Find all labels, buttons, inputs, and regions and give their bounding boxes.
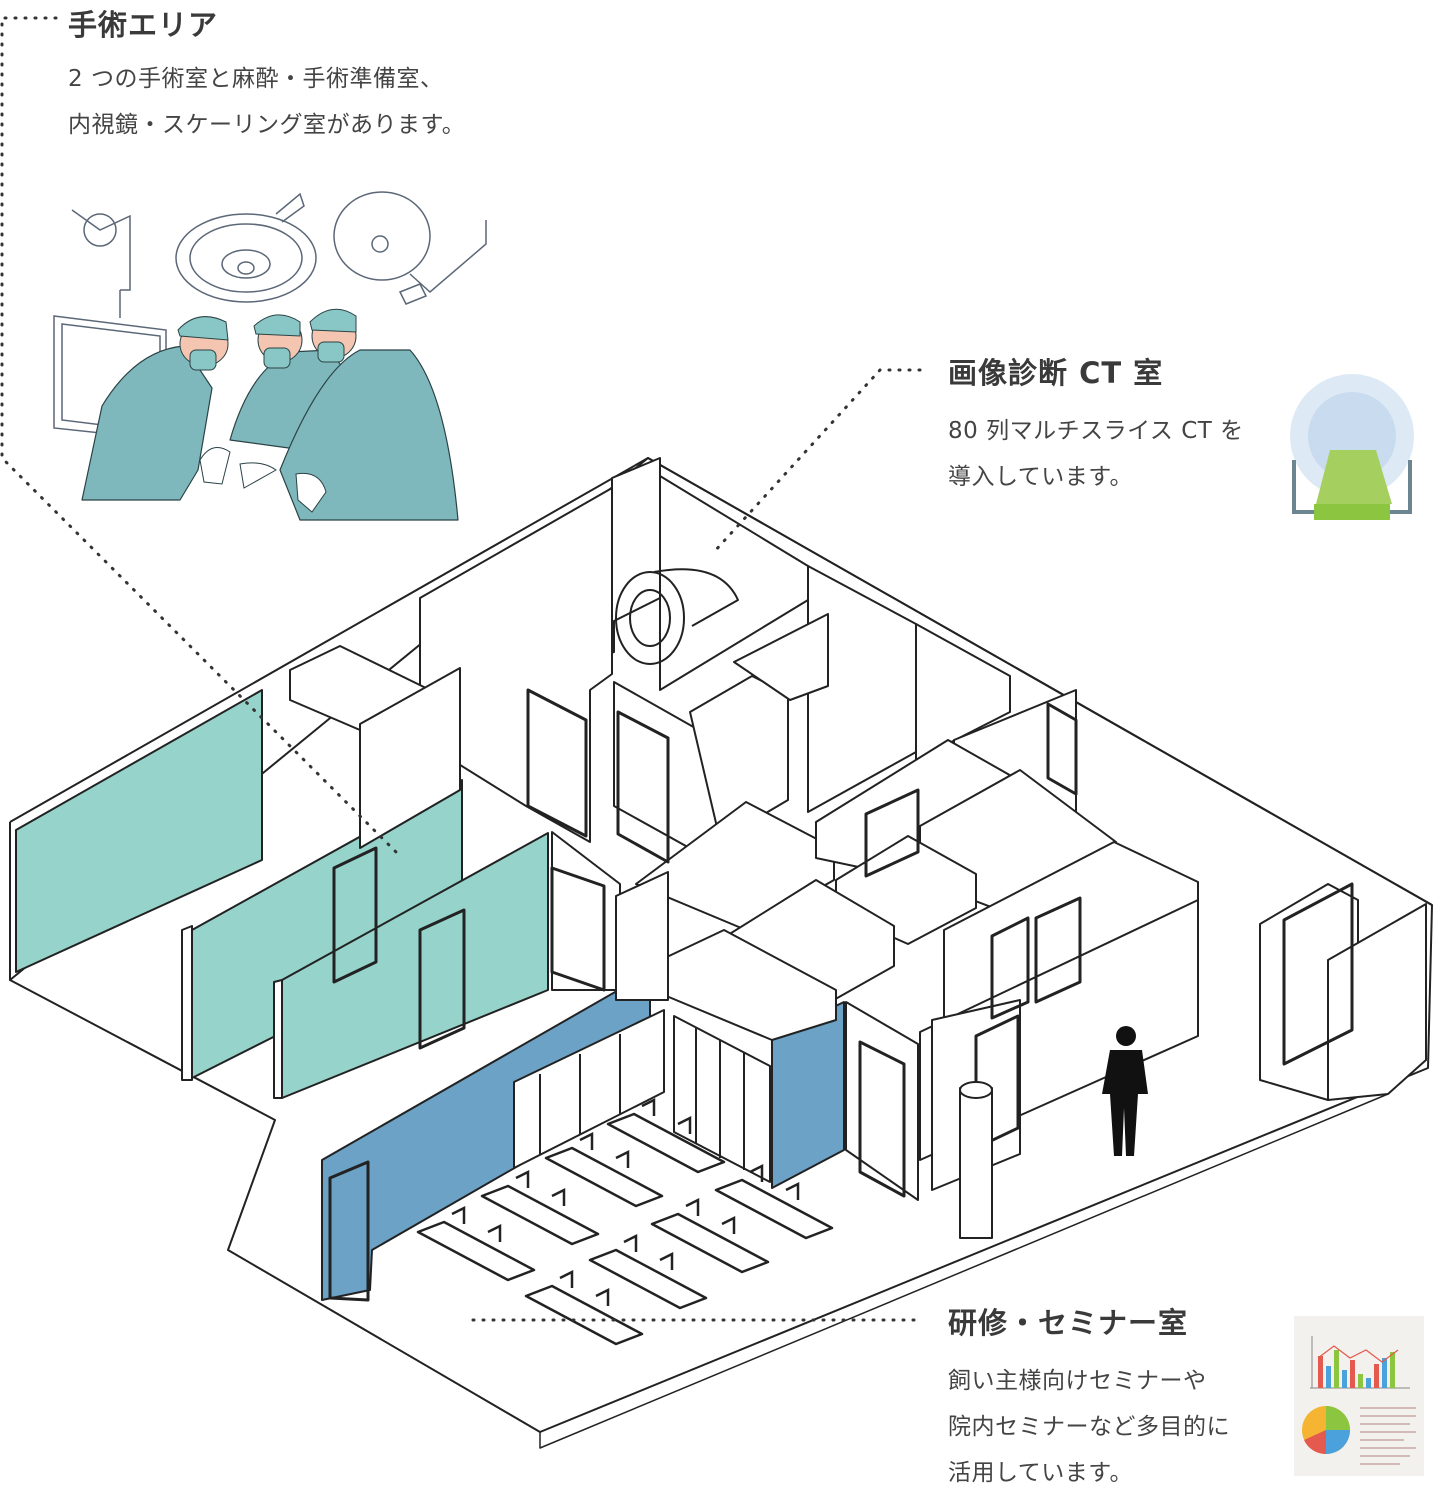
bookshelf: [513, 1009, 665, 1169]
surgery-area-description: 2 つの手術室と麻酔・手術準備室、 内視鏡・スケーリング室があります。: [68, 56, 465, 148]
ct-room-title: 画像診断 CT 室: [948, 356, 1164, 390]
surgery-area-title: 手術エリア: [68, 8, 219, 42]
ct-gantry: [615, 568, 739, 665]
ct-room-description: 80 列マルチスライス CT を 導入しています。: [948, 408, 1244, 500]
lockers: [673, 1015, 771, 1183]
round-column: [959, 1081, 993, 1239]
person-silhouette-icon: [1102, 1026, 1148, 1156]
seminar-chairs: [451, 1097, 800, 1306]
leader-lines: [0, 16, 922, 1322]
surgery-room-wall-1: [15, 689, 263, 973]
ct-desc-line-2: 導入しています。: [948, 464, 1134, 490]
surgery-desc-line-2: 内視鏡・スケーリング室があります。: [68, 112, 466, 138]
seminar-desks: [416, 1112, 834, 1346]
seminar-room-title: 研修・セミナー室: [948, 1306, 1189, 1340]
surgery-desc-line-1: 2 つの手術室と麻酔・手術準備室、: [68, 66, 444, 92]
ct-desc-line-1: 80 列マルチスライス CT を: [948, 418, 1244, 444]
seminar-desc-line-1: 飼い主様向けセミナーや: [948, 1368, 1207, 1394]
seminar-desc-line-2: 院内セミナーなど多目的に: [948, 1414, 1230, 1440]
